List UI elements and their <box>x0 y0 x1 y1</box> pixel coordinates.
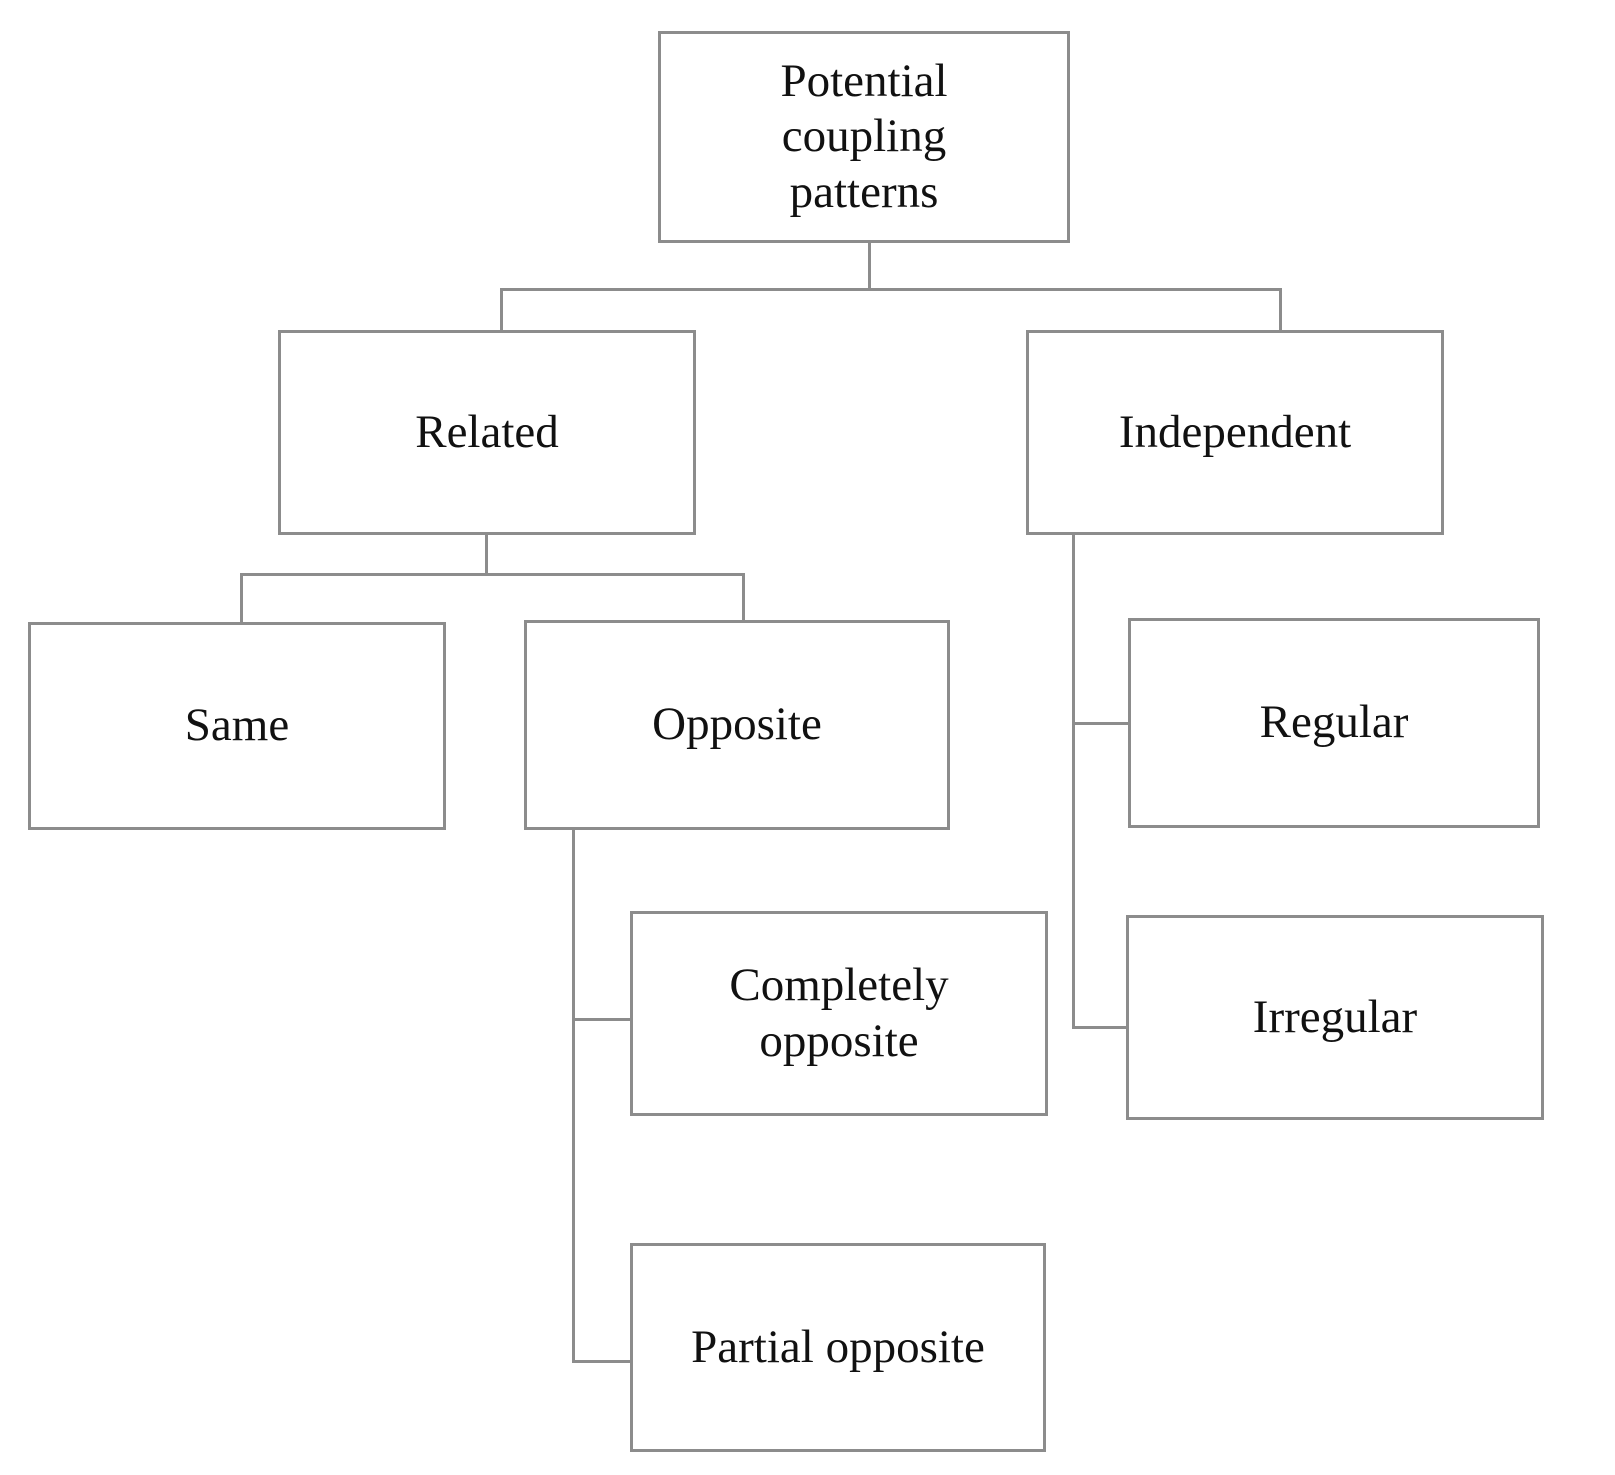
node-label-related: Related <box>415 405 559 458</box>
node-label-partial-opposite: Partial opposite <box>691 1320 985 1373</box>
connector-opposite-to-completely-opposite <box>572 1018 632 1021</box>
connector-root-to-independent <box>1279 288 1282 333</box>
connector-opposite-spine <box>572 830 575 1363</box>
connector-related-to-opposite <box>742 573 745 623</box>
node-label-irregular: Irregular <box>1252 990 1418 1043</box>
node-independent: Independent <box>1026 330 1444 535</box>
node-same: Same <box>28 622 446 830</box>
connector-related-bus <box>240 573 745 576</box>
node-completely-opposite: Completely opposite <box>630 911 1048 1116</box>
connector-root-stem <box>868 243 871 290</box>
node-potential-coupling-patterns: Potential coupling patterns <box>658 31 1070 243</box>
node-opposite: Opposite <box>524 620 950 830</box>
connector-independent-to-regular <box>1072 722 1130 725</box>
node-label-same: Same <box>184 699 290 752</box>
node-label-regular: Regular <box>1259 696 1409 749</box>
connector-related-stem <box>485 535 488 575</box>
node-label-completely-opposite: Completely opposite <box>729 959 949 1067</box>
node-label-root: Potential coupling patterns <box>780 54 948 218</box>
node-partial-opposite: Partial opposite <box>630 1243 1046 1452</box>
node-related: Related <box>278 330 696 535</box>
connector-opposite-to-partial-opposite <box>572 1360 632 1363</box>
node-label-independent: Independent <box>1118 405 1352 458</box>
node-irregular: Irregular <box>1126 915 1544 1120</box>
connector-root-bus <box>500 288 1282 291</box>
node-regular: Regular <box>1128 618 1540 828</box>
connector-root-to-related <box>500 288 503 333</box>
connector-independent-spine <box>1072 535 1075 1029</box>
node-label-opposite: Opposite <box>652 698 822 751</box>
connector-related-to-same <box>240 573 243 625</box>
connector-independent-to-irregular <box>1072 1026 1128 1029</box>
